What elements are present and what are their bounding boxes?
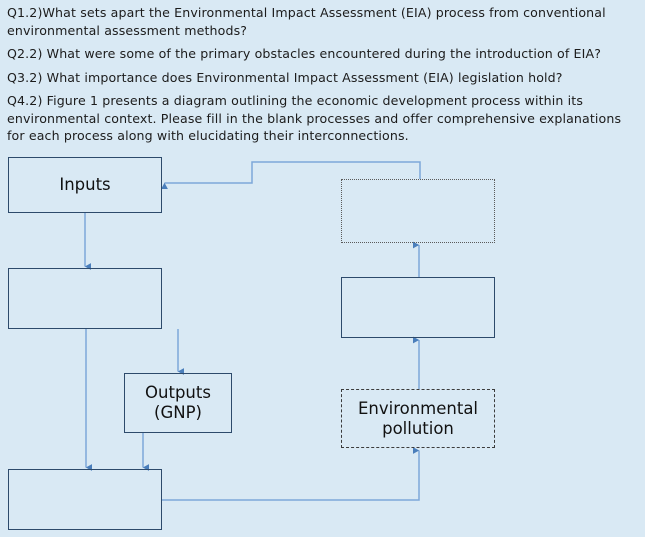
node-blank-left-lower[interactable] bbox=[8, 469, 162, 530]
question-1: Q1.2)What sets apart the Environmental I… bbox=[7, 5, 606, 38]
connector-blank-left-lower-to-environmental-pollution bbox=[162, 447, 420, 501]
question-3: Q3.2) What importance does Environmental… bbox=[7, 69, 563, 85]
question-2: Q2.2) What were some of the primary obst… bbox=[7, 46, 602, 61]
question-4: Q4.2) Figure 1 presents a diagram outlin… bbox=[7, 93, 622, 143]
node-outputs-gnp-label: Outputs(GNP) bbox=[145, 383, 211, 422]
diagram-connectors bbox=[84, 161, 421, 501]
node-blank-right-upper[interactable] bbox=[341, 179, 495, 243]
connector-blank-right-upper-to-inputs bbox=[161, 161, 421, 189]
node-inputs-label: Inputs bbox=[59, 175, 111, 194]
node-outputs-gnp[interactable]: Outputs(GNP) bbox=[124, 373, 232, 433]
questions-block: Q1.2)What sets apart the Environmental I… bbox=[7, 4, 635, 145]
node-blank-right-middle[interactable] bbox=[341, 277, 495, 338]
node-blank-left-upper[interactable] bbox=[8, 268, 162, 329]
node-inputs[interactable]: Inputs bbox=[8, 157, 162, 213]
